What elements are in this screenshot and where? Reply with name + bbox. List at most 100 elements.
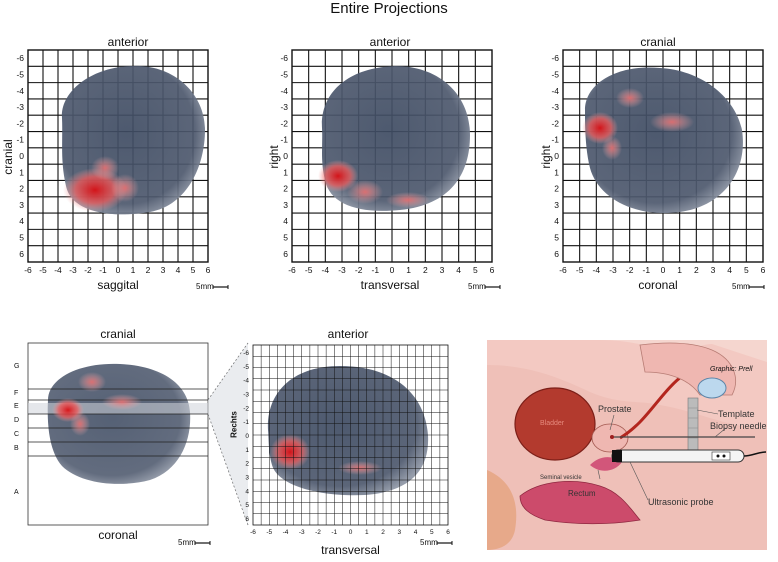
y-tick-label: -1 — [280, 135, 288, 145]
x-tick-label: 0 — [349, 529, 353, 536]
panel2-top-label: anterior — [369, 35, 411, 49]
panel3-scale-label: 5mm — [732, 282, 750, 291]
panel2-prostate-shape — [321, 66, 470, 211]
y-tick-label: 4 — [245, 488, 249, 495]
x-tick-label: -2 — [84, 265, 92, 275]
x-tick-label: -1 — [99, 265, 107, 275]
x-tick-label: 3 — [711, 265, 716, 275]
x-tick-label: 5 — [430, 529, 434, 536]
y-tick-label: 4 — [283, 216, 288, 226]
y-tick-label: 5 — [19, 233, 24, 243]
x-tick-label: 4 — [727, 265, 732, 275]
x-tick-label: 1 — [406, 265, 411, 275]
y-tick-label: -1 — [551, 135, 559, 145]
anatomy-bladder-label: Bladder — [540, 420, 565, 427]
x-tick-label: -5 — [266, 529, 272, 536]
panel1-lesion — [63, 168, 127, 212]
anatomy-ultrasonic-probe-label: Ultrasonic probe — [648, 497, 714, 507]
panel2-lesion-tail — [386, 192, 430, 208]
anatomy-bone — [487, 470, 517, 550]
y-tick-label: 1 — [283, 167, 288, 177]
panel3-scale-bar — [748, 285, 765, 289]
y-tick-label: 6 — [19, 249, 24, 259]
x-tick-label: 5 — [473, 265, 478, 275]
x-tick-label: -6 — [559, 265, 567, 275]
y-tick-label: -4 — [280, 86, 288, 96]
x-tick-label: 0 — [661, 265, 666, 275]
x-tick-label: -2 — [315, 529, 321, 536]
y-tick-label: -1 — [16, 135, 24, 145]
x-tick-label: -2 — [626, 265, 634, 275]
anatomy-rectum — [519, 481, 641, 525]
anatomy-bladder — [514, 387, 596, 461]
x-tick-label: -3 — [338, 265, 346, 275]
x-tick-label: -6 — [250, 529, 256, 536]
x-tick-label: -4 — [283, 529, 289, 536]
panel3-lesion-lower — [602, 136, 622, 160]
y-tick-label: 6 — [283, 249, 288, 259]
x-tick-label: 1 — [677, 265, 682, 275]
y-tick-label: 3 — [245, 475, 249, 482]
figure-title: Entire Projections — [330, 0, 448, 17]
y-tick-label: 0 — [554, 151, 559, 161]
x-tick-label: 0 — [390, 265, 395, 275]
x-tick-label: -4 — [322, 265, 330, 275]
y-tick-label: -2 — [551, 118, 559, 128]
y-tick-label: 5 — [283, 233, 288, 243]
y-tick-label: -5 — [280, 69, 288, 79]
x-tick-label: 3 — [161, 265, 166, 275]
x-tick-label: -4 — [593, 265, 601, 275]
x-tick-label: -5 — [576, 265, 584, 275]
y-tick-label: -1 — [243, 419, 249, 426]
panel2-bottom-label: transversal — [360, 278, 420, 292]
x-tick-label: -1 — [372, 265, 380, 275]
anatomy-probe-cable — [743, 451, 767, 457]
panel5-prostate-shape — [267, 366, 429, 496]
anatomy-template-grid — [688, 407, 698, 439]
panel4-top-label: cranial — [100, 327, 136, 341]
y-tick-label: 1 — [245, 447, 249, 454]
y-tick-label: 0 — [283, 151, 288, 161]
panel1-lesion-upper — [91, 156, 119, 180]
panel4-lesion-lower — [70, 412, 90, 436]
anatomy-credit: Graphic: Prell — [710, 366, 753, 373]
y-tick-label: -3 — [243, 391, 249, 398]
panel5-lesion-tail — [338, 461, 382, 475]
anatomy-probe-tip — [612, 450, 622, 462]
panel1-scale-label: 5mm — [196, 282, 214, 291]
panel4-lesion-top — [78, 372, 106, 392]
y-tick-label: 1 — [554, 167, 559, 177]
x-tick-label: 1 — [131, 265, 136, 275]
panel2-scale-label: 5mm — [468, 282, 486, 291]
panel1-scale-bar — [212, 285, 229, 289]
anatomy-prostate-label: Prostate — [598, 404, 632, 414]
panel4-scale-label: 5mm — [178, 538, 196, 547]
panel4-prostate-shape — [47, 363, 191, 484]
x-tick-label: 2 — [694, 265, 699, 275]
anatomy-biopsy-needle-label: Biopsy needle — [710, 421, 767, 431]
x-tick-label: 2 — [146, 265, 151, 275]
x-tick-label: 6 — [446, 529, 450, 536]
y-tick-label: 4 — [554, 216, 559, 226]
panel5-scale-bar — [436, 541, 453, 545]
anatomy-leader-lines — [597, 409, 727, 501]
x-tick-label: -5 — [39, 265, 47, 275]
y-tick-label: 5 — [245, 502, 249, 509]
panel2-scale-bar — [484, 285, 501, 289]
y-tick-label: -5 — [551, 69, 559, 79]
y-tick-label: -6 — [551, 53, 559, 63]
panel5-scale-label: 5mm — [420, 538, 438, 547]
y-tick-label: -4 — [243, 378, 249, 385]
panel4-level-b: B — [14, 445, 19, 452]
y-tick-label: -2 — [280, 118, 288, 128]
x-tick-label: -2 — [355, 265, 363, 275]
panel5-top-label: anterior — [327, 327, 369, 341]
panel3-lesion-right — [650, 112, 694, 132]
x-tick-label: -4 — [54, 265, 62, 275]
panel4-lesion-right — [102, 394, 142, 410]
x-tick-label: 1 — [365, 529, 369, 536]
y-tick-label: 2 — [245, 461, 249, 468]
x-tick-label: 2 — [381, 529, 385, 536]
x-tick-label: 5 — [191, 265, 196, 275]
